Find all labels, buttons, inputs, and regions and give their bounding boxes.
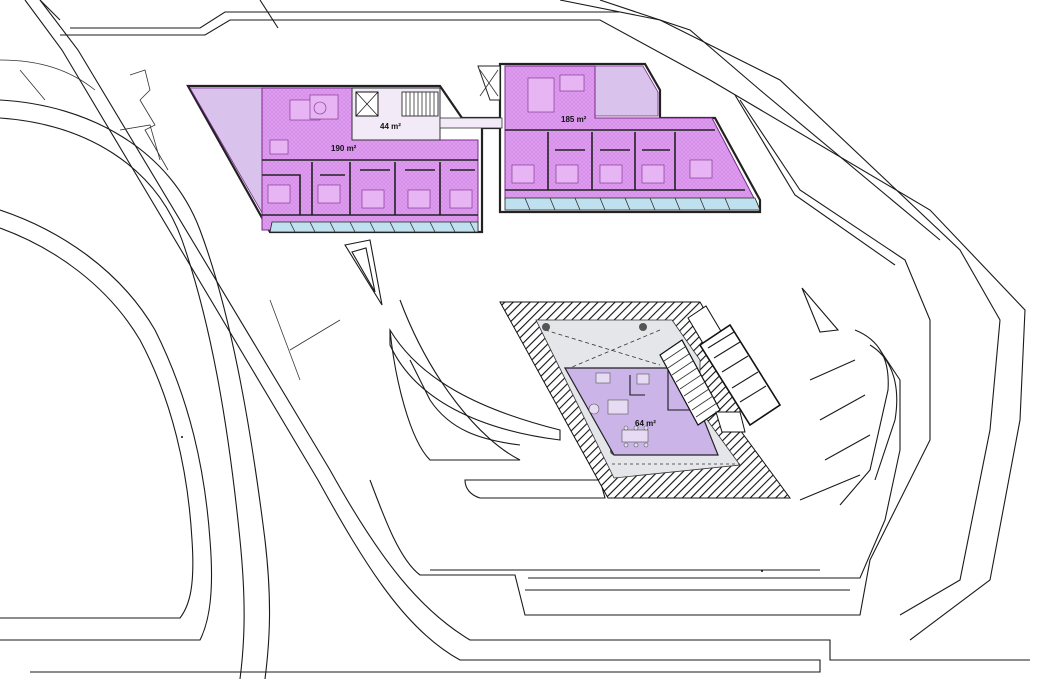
unit-west-outline: [189, 87, 273, 231]
unit-west-furniture: [267, 94, 473, 209]
unit-east-outline: [594, 65, 659, 117]
core-label: 44 m²: [380, 122, 401, 131]
site-roads: [0, 0, 1030, 679]
pavilion-label: 64 m²: [635, 419, 656, 428]
column: [639, 323, 647, 331]
unit-east-furniture: [511, 74, 713, 184]
pavilion-furniture: [588, 372, 650, 448]
unit-east-rooms: [505, 129, 745, 191]
upper-building: 190 m² 44 m² 185 m²: [186, 62, 762, 234]
stair-core: [401, 91, 439, 117]
unit-east-label: 185 m²: [561, 115, 587, 124]
unit-west-label: 190 m²: [331, 144, 357, 153]
pavilion-building: 64 m²: [499, 301, 791, 499]
pavilion-stair: [659, 305, 782, 433]
unit-west-rooms: [262, 159, 478, 216]
column: [542, 323, 550, 331]
